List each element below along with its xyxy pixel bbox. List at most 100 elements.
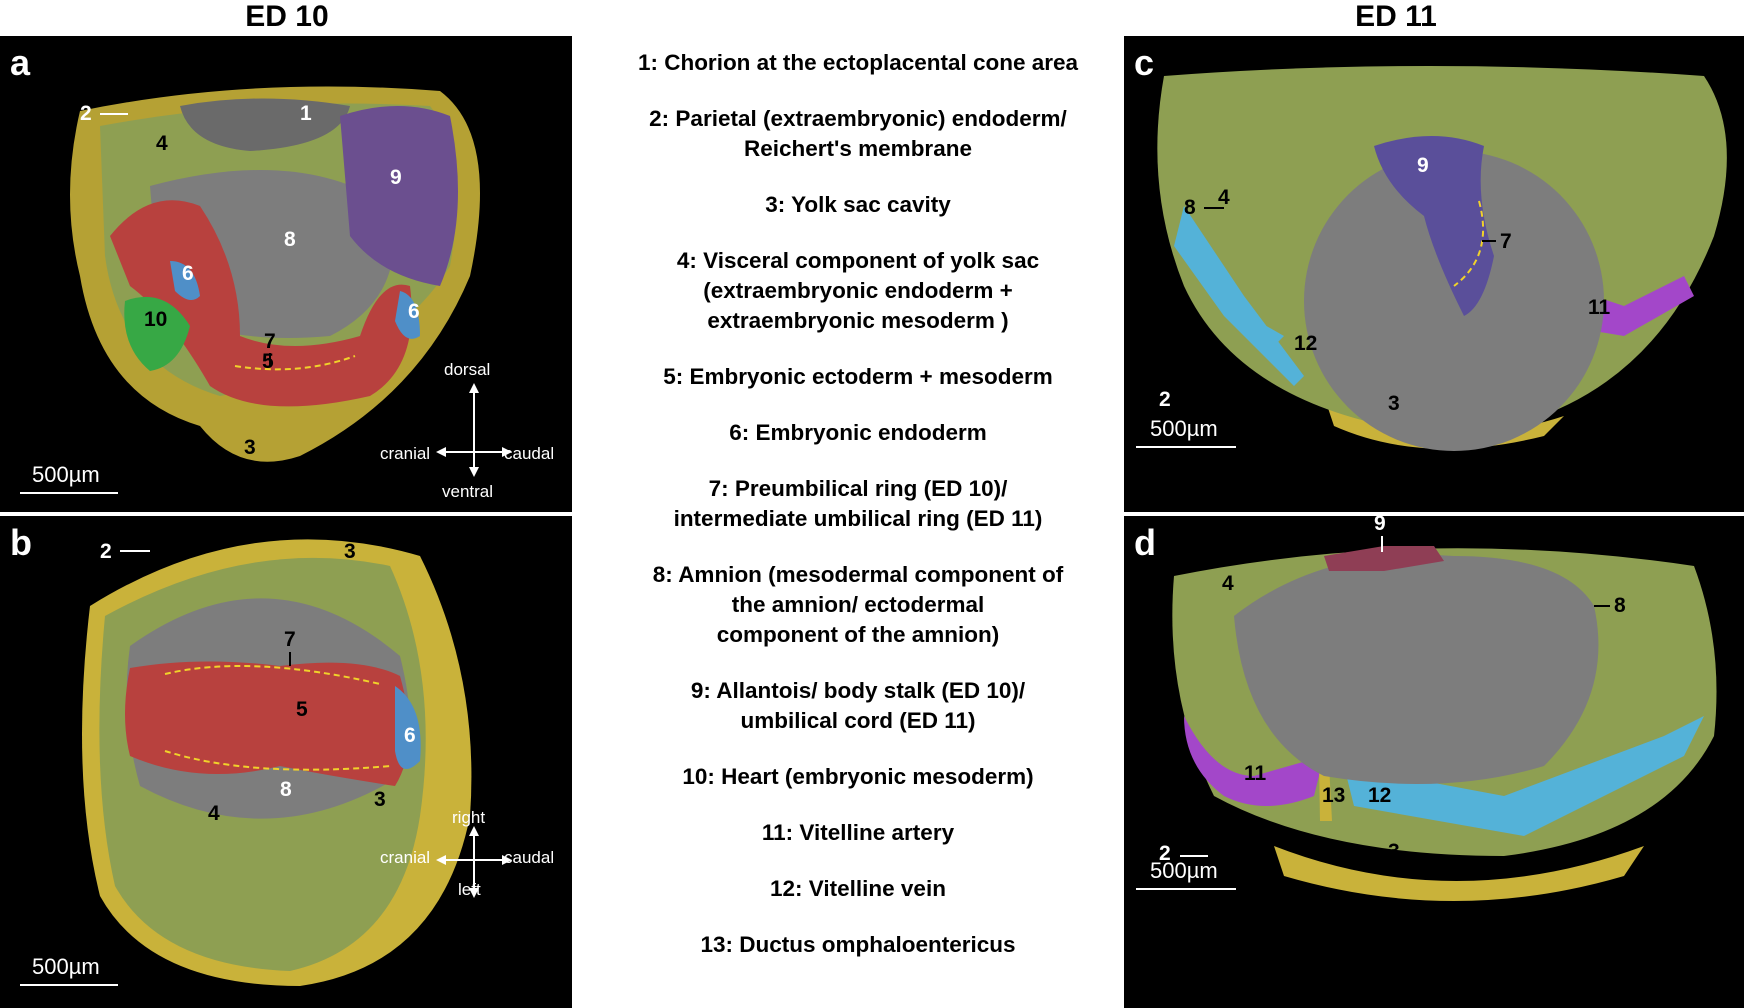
preumbilical-ring-line-bottom xyxy=(164,750,391,771)
label-5: 5 xyxy=(262,350,274,373)
ductus-region xyxy=(1319,764,1332,821)
label-6b: 6 xyxy=(408,300,420,323)
label-3: 3 xyxy=(1388,840,1400,863)
legend-item-11: 11: Vitelline artery xyxy=(761,820,955,845)
label-3: 3 xyxy=(244,436,256,459)
label-5: 5 xyxy=(296,698,308,721)
panel-d-letter: d xyxy=(1134,522,1156,563)
panel-d-image xyxy=(1172,536,1717,901)
label-9: 9 xyxy=(1374,516,1386,535)
umbilical-cord-region xyxy=(1324,546,1444,571)
legend-item-3: 3: Yolk sac cavity xyxy=(765,192,951,217)
panel-c-letter: c xyxy=(1134,42,1155,83)
panel-a: a 2 1 4 9 8 6 6 10 7 5 3 dorsal cranial … xyxy=(0,36,572,512)
label-2: 2 xyxy=(80,102,92,125)
panel-a-image xyxy=(70,86,480,462)
scale-label-b: 500µm xyxy=(32,954,100,979)
panel-b-letter: b xyxy=(10,522,32,563)
label-2: 2 xyxy=(1159,388,1171,411)
label-2: 2 xyxy=(100,540,112,563)
legend-item-7: 7: Preumbilical ring (ED 10)/intermediat… xyxy=(673,476,1043,531)
label-8: 8 xyxy=(1184,196,1196,219)
legend-item-1: 1: Chorion at the ectoplacental cone are… xyxy=(637,50,1079,75)
endoderm-region xyxy=(395,686,421,769)
axis-ventral: ventral xyxy=(442,482,494,501)
label-6: 6 xyxy=(404,724,416,747)
scale-bar-b xyxy=(20,984,118,986)
label-13: 13 xyxy=(1322,784,1346,807)
panel-b-image xyxy=(82,539,472,986)
legend-item-5: 5: Embryonic ectoderm + mesoderm xyxy=(663,364,1053,389)
label-4: 4 xyxy=(1218,186,1230,209)
allantois-region xyxy=(340,106,458,286)
embryo-ectoderm-region xyxy=(125,661,409,786)
panel-b: b 2 3 7 5 6 8 3 4 right cranial caudal l… xyxy=(0,516,572,1008)
label-9: 9 xyxy=(390,166,402,189)
vitelline-artery-region xyxy=(1184,716,1324,806)
label-4: 4 xyxy=(1222,572,1234,595)
preumbilical-ring-line-top xyxy=(164,665,381,685)
scale-bar-d xyxy=(1136,888,1236,890)
axis-cranial: cranial xyxy=(380,444,431,463)
panel-a-letter: a xyxy=(10,42,31,83)
legend-item-13: 13: Ductus omphaloentericus xyxy=(700,932,1016,957)
embryo-ectoderm-region xyxy=(110,200,412,407)
legend-item-10: 10: Heart (embryonic mesoderm) xyxy=(682,764,1034,789)
scale-label-d: 500µm xyxy=(1150,858,1218,883)
label-7: 7 xyxy=(284,628,296,651)
panel-d: d 9 4 8 11 13 12 2 3 500µm xyxy=(1124,516,1744,1008)
scale-label-c: 500µm xyxy=(1150,416,1218,441)
label-1: 1 xyxy=(300,102,312,125)
scale-label-a: 500µm xyxy=(32,462,100,487)
label-12: 12 xyxy=(1368,784,1392,807)
label-3b: 3 xyxy=(374,788,386,811)
label-11: 11 xyxy=(1244,762,1267,785)
legend-item-2: 2: Parietal (extraembryonic) endoderm/Re… xyxy=(649,106,1067,161)
axis-cranial: cranial xyxy=(380,848,431,867)
label-7: 7 xyxy=(1500,230,1512,253)
label-3: 3 xyxy=(1388,392,1400,415)
axis-caudal: caudal xyxy=(504,848,555,867)
axis-dorsal: dorsal xyxy=(444,360,491,379)
legend-item-4: 4: Visceral component of yolk sac(extrae… xyxy=(676,248,1040,333)
label-6a: 6 xyxy=(182,262,194,285)
amnion-region xyxy=(1234,554,1599,784)
endoderm-region-right xyxy=(395,291,420,339)
label-8: 8 xyxy=(284,228,296,251)
label-10: 10 xyxy=(144,308,168,331)
label-7: 7 xyxy=(264,330,276,353)
vitelline-vein-region xyxy=(1344,716,1704,836)
chorion-region xyxy=(180,98,350,151)
label-3a: 3 xyxy=(344,540,356,563)
yolk-sac-cavity-region xyxy=(1274,846,1644,901)
title-ed11: ED 11 xyxy=(1355,0,1437,33)
panel-c-image xyxy=(1157,66,1727,451)
label-4: 4 xyxy=(208,802,220,825)
axis-caudal: caudal xyxy=(504,444,555,463)
legend-item-9: 9: Allantois/ body stalk (ED 10)/umbilic… xyxy=(690,678,1026,733)
panel-c: c 9 4 8 7 11 12 2 3 500µm xyxy=(1124,36,1744,512)
scale-bar-c xyxy=(1136,446,1236,448)
label-4: 4 xyxy=(156,132,168,155)
title-ed10: ED 10 xyxy=(245,0,329,33)
endoderm-region-left xyxy=(170,261,200,300)
umbilical-ring-line xyxy=(1453,200,1485,287)
scale-bar-a xyxy=(20,492,118,494)
axis-left: left xyxy=(458,880,481,899)
label-8: 8 xyxy=(280,778,292,801)
label-12: 12 xyxy=(1294,332,1318,355)
heart-region xyxy=(124,296,190,371)
label-2: 2 xyxy=(1159,842,1171,865)
preumbilical-ring-line xyxy=(234,355,356,371)
amnion-region xyxy=(1304,151,1604,451)
label-9: 9 xyxy=(1417,154,1429,177)
legend-item-6: 6: Embryonic endoderm xyxy=(729,420,987,445)
label-11: 11 xyxy=(1588,296,1611,319)
label-8: 8 xyxy=(1614,594,1626,617)
vitelline-vein-region xyxy=(1174,206,1304,386)
legend: 1: Chorion at the ectoplacental cone are… xyxy=(576,48,1140,986)
umbilical-cord-region xyxy=(1374,136,1494,316)
legend-item-12: 12: Vitelline vein xyxy=(770,876,946,901)
axis-right: right xyxy=(452,808,486,827)
